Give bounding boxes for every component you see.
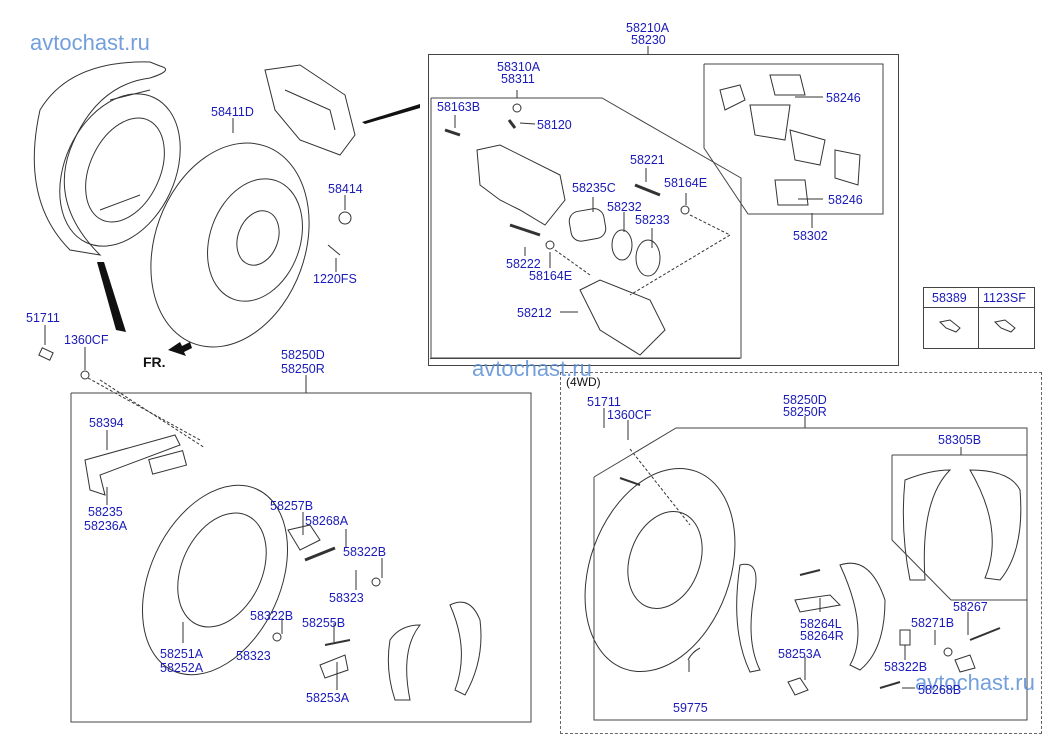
caliper-sub-title-1[interactable]: 58310A (497, 60, 541, 74)
caliper-body-drawing (444, 103, 731, 356)
parking-4wd-title-1[interactable]: 58250D (783, 393, 827, 407)
part-58235[interactable]: 58235 (88, 505, 123, 519)
part-58264L[interactable]: 58264L (800, 617, 842, 631)
part-58322B-upper[interactable]: 58322B (343, 545, 387, 559)
part-1360CF-4wd[interactable]: 1360CF (607, 408, 652, 422)
part-58411D[interactable]: 58411D (211, 105, 254, 119)
leader-lines (106, 46, 969, 690)
part-58212[interactable]: 58212 (517, 306, 552, 320)
part-58253A-4wd[interactable]: 58253A (778, 647, 822, 661)
part-58323-lower[interactable]: 58323 (236, 649, 271, 663)
part-58163B[interactable]: 58163B (437, 100, 481, 114)
part-1360CF-left[interactable]: 1360CF (64, 333, 109, 347)
part-58322B-4wd[interactable]: 58322B (884, 660, 928, 674)
part-58232[interactable]: 58232 (607, 200, 642, 214)
4wd-variant-label: (4WD) (566, 375, 601, 389)
part-58233[interactable]: 58233 (635, 213, 670, 227)
parking-4wd-title-2[interactable]: 58250R (783, 405, 827, 419)
front-orientation-label: FR. (143, 354, 166, 370)
bolt-table (923, 287, 1035, 349)
part-58251A[interactable]: 58251A (160, 647, 204, 661)
part-58221[interactable]: 58221 (630, 153, 665, 167)
part-58322B-lower[interactable]: 58322B (250, 609, 294, 623)
part-58257B[interactable]: 58257B (270, 499, 314, 513)
part-58246-lower[interactable]: 58246 (828, 193, 863, 207)
part-58236A[interactable]: 58236A (84, 519, 128, 533)
part-58252A[interactable]: 58252A (160, 661, 204, 675)
part-58120[interactable]: 58120 (537, 118, 572, 132)
backing-plate-drawing (33, 61, 181, 256)
pointer-wedge (97, 262, 126, 332)
bolt-table-col-divider (978, 287, 979, 348)
part-58268A[interactable]: 58268A (305, 514, 349, 528)
watermark-middle: avtochast.ru (472, 356, 592, 381)
part-58267[interactable]: 58267 (953, 600, 988, 614)
part-58253A-2wd[interactable]: 58253A (306, 691, 350, 705)
part-58305B[interactable]: 58305B (938, 433, 982, 447)
brake-rotor-drawing (150, 118, 310, 348)
part-1220FS[interactable]: 1220FS (313, 272, 357, 286)
watermark-top-left: avtochast.ru (30, 30, 150, 55)
part-58222[interactable]: 58222 (506, 257, 541, 271)
parking-brake-2wd-drawing (84, 379, 482, 701)
parking-2wd-title-1[interactable]: 58250D (281, 348, 325, 362)
parking-2wd-title-2[interactable]: 58250R (281, 362, 325, 376)
part-59775[interactable]: 59775 (673, 701, 708, 715)
bolt-icons (938, 319, 1016, 333)
bolt-table-header-1: 58389 (932, 291, 967, 305)
part-58255B[interactable]: 58255B (302, 616, 346, 630)
caliper-assembly-box (428, 54, 899, 366)
part-51711-left[interactable]: 51711 (26, 311, 60, 325)
part-58302[interactable]: 58302 (793, 229, 828, 243)
caliper-assembly-title-1[interactable]: 58210A (626, 21, 670, 35)
part-58414[interactable]: 58414 (328, 182, 363, 196)
watermark-bottom-right: avtochast.ru (915, 670, 1035, 695)
bolt-table-header-2: 1123SF (983, 291, 1026, 305)
part-58323-upper[interactable]: 58323 (329, 591, 364, 605)
caliper-sub-title-2[interactable]: 58311 (501, 72, 535, 86)
pointer-wedge-2 (362, 104, 420, 124)
part-58268B[interactable]: 58268B (918, 683, 962, 697)
part-58164E-upper[interactable]: 58164E (664, 176, 708, 190)
part-58264R[interactable]: 58264R (800, 629, 844, 643)
part-58164E-lower[interactable]: 58164E (529, 269, 573, 283)
caliper-assembly-title-2[interactable]: 58230 (631, 33, 666, 47)
part-58235C[interactable]: 58235C (572, 181, 616, 195)
part-51711-4wd[interactable]: 51711 (587, 395, 621, 409)
part-58246-upper[interactable]: 58246 (826, 91, 861, 105)
part-58271B[interactable]: 58271B (911, 616, 955, 630)
front-arrow (168, 342, 192, 356)
part-58394[interactable]: 58394 (89, 416, 124, 430)
brake-pads-drawing (719, 74, 861, 206)
caliper-drawing (264, 64, 356, 156)
